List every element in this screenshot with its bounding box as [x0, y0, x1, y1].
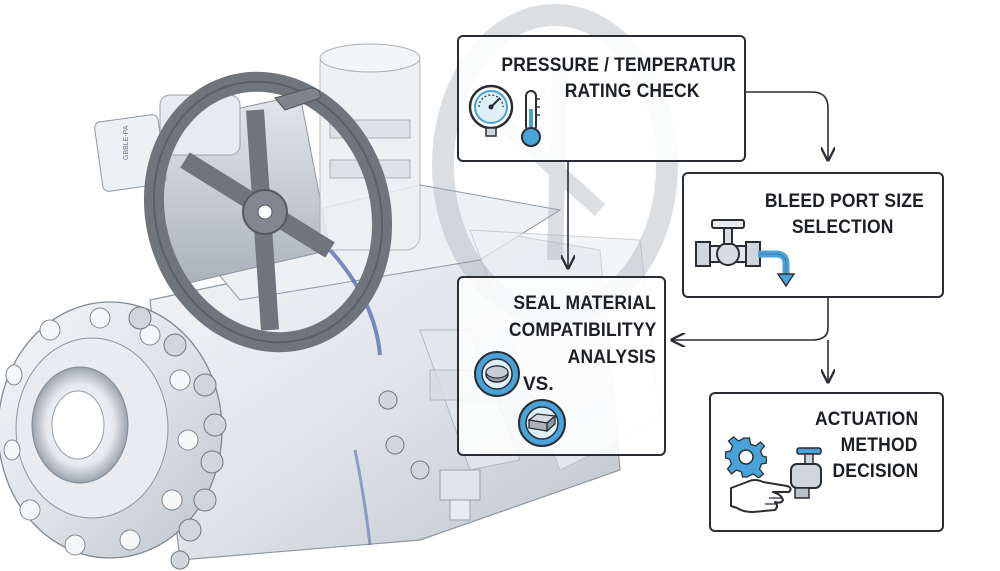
- pressure-title-line1: PRESSURE / TEMPERATUR: [501, 55, 736, 76]
- versus-label: VS.: [523, 374, 554, 395]
- seal-band-lower: [353, 449, 372, 546]
- actuation-title-line3: DECISION: [832, 461, 918, 482]
- pressure-gauge-icon: [468, 84, 514, 137]
- water-drop-arrow-icon: [758, 250, 796, 288]
- flange-bolt-holes: [3, 307, 199, 556]
- body-bolts: [128, 306, 430, 570]
- hand-icon: [730, 479, 792, 513]
- seal-ring-icon: [474, 351, 520, 397]
- gear-icon: [725, 436, 767, 478]
- handwheel: [143, 71, 393, 353]
- step-pressure-temperature: PRESSURE / TEMPERATUR RATING CHECK: [457, 35, 746, 162]
- pressure-title-line2: RATING CHECK: [565, 81, 700, 102]
- thermometer-icon: [521, 90, 541, 147]
- step-seal-material: SEAL MATERIAL COMPATIBILITYY ANALYSIS VS…: [457, 276, 666, 456]
- seal-title-line2: COMPATIBILITYY: [508, 320, 656, 341]
- seal-title-line3: ANALYSIS: [567, 347, 656, 368]
- arrow-bleed-to-seal: [672, 298, 829, 340]
- bleed-title-line2: SELECTION: [792, 217, 894, 238]
- flange-label-text: GBBLE-PA: [123, 125, 130, 160]
- seal-block-icon: [518, 399, 566, 447]
- handwheel-handle: [274, 87, 321, 111]
- valve-icon: [695, 219, 761, 267]
- actuation-title-line2: METHOD: [841, 435, 918, 456]
- bleed-title-line1: BLEED PORT SIZE: [764, 191, 924, 212]
- arrow-pressure-to-bleed: [745, 91, 828, 160]
- actuation-title-line1: ACTUATION: [814, 409, 918, 430]
- seal-title-line1: SEAL MATERIAL: [513, 293, 656, 314]
- step-bleed-port: BLEED PORT SIZE SELECTION: [682, 172, 944, 298]
- step-actuation: ACTUATION METHOD DECISION: [709, 392, 944, 532]
- faucet-icon: [790, 447, 822, 499]
